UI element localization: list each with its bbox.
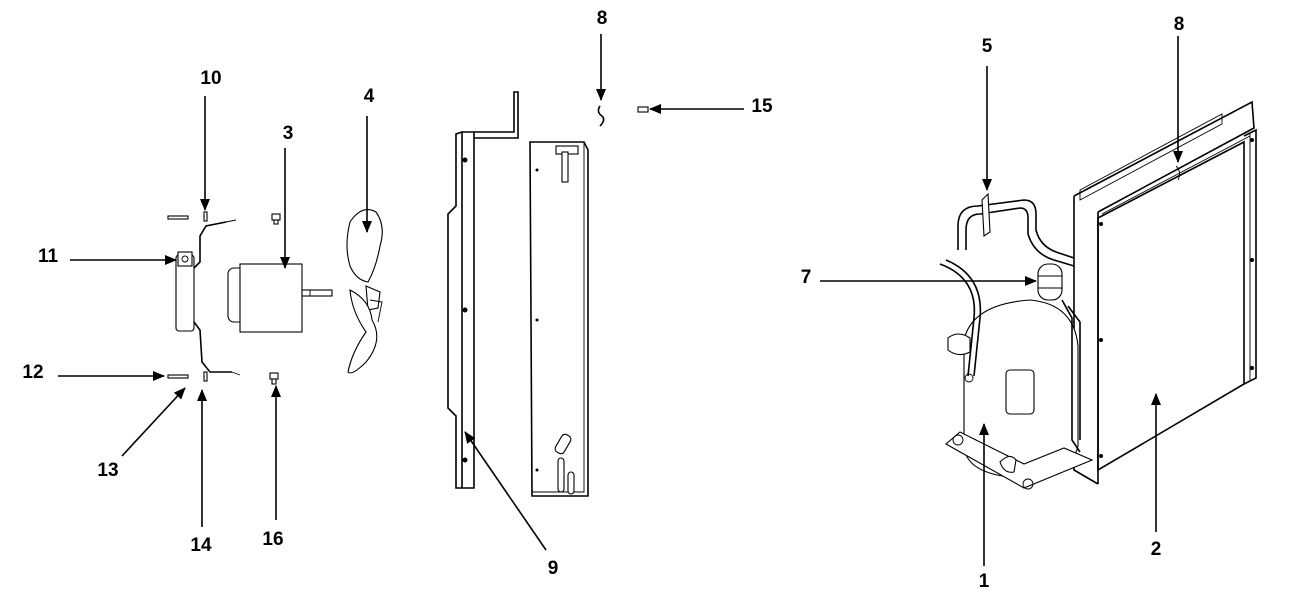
callout-14: 14 — [190, 535, 212, 556]
condenser-coil — [1073, 100, 1257, 485]
callout-7: 7 — [801, 267, 812, 288]
callout-11: 11 — [38, 246, 59, 267]
compressor — [939, 192, 1094, 490]
callout-15: 15 — [751, 96, 773, 117]
leader-lines — [58, 34, 1183, 566]
callout-1: 1 — [979, 571, 990, 592]
shroud-panel — [447, 91, 649, 497]
callout-4: 4 — [364, 86, 375, 107]
callout-labels: 10 11 12 13 14 16 3 4 9 8 15 5 7 8 1 2 — [22, 8, 1184, 592]
callout-10: 10 — [200, 68, 221, 89]
callout-9: 9 — [548, 558, 559, 579]
callout-8-right: 8 — [1174, 14, 1185, 35]
callout-12: 12 — [22, 362, 43, 383]
callout-16: 16 — [262, 529, 283, 550]
callout-3: 3 — [283, 123, 294, 144]
callout-8-left: 8 — [597, 8, 608, 29]
callout-13: 13 — [97, 460, 118, 481]
callout-5: 5 — [982, 36, 993, 57]
fan-blade — [346, 209, 383, 374]
fan-motor-bracket-assembly — [167, 211, 333, 385]
callout-2: 2 — [1151, 539, 1162, 560]
